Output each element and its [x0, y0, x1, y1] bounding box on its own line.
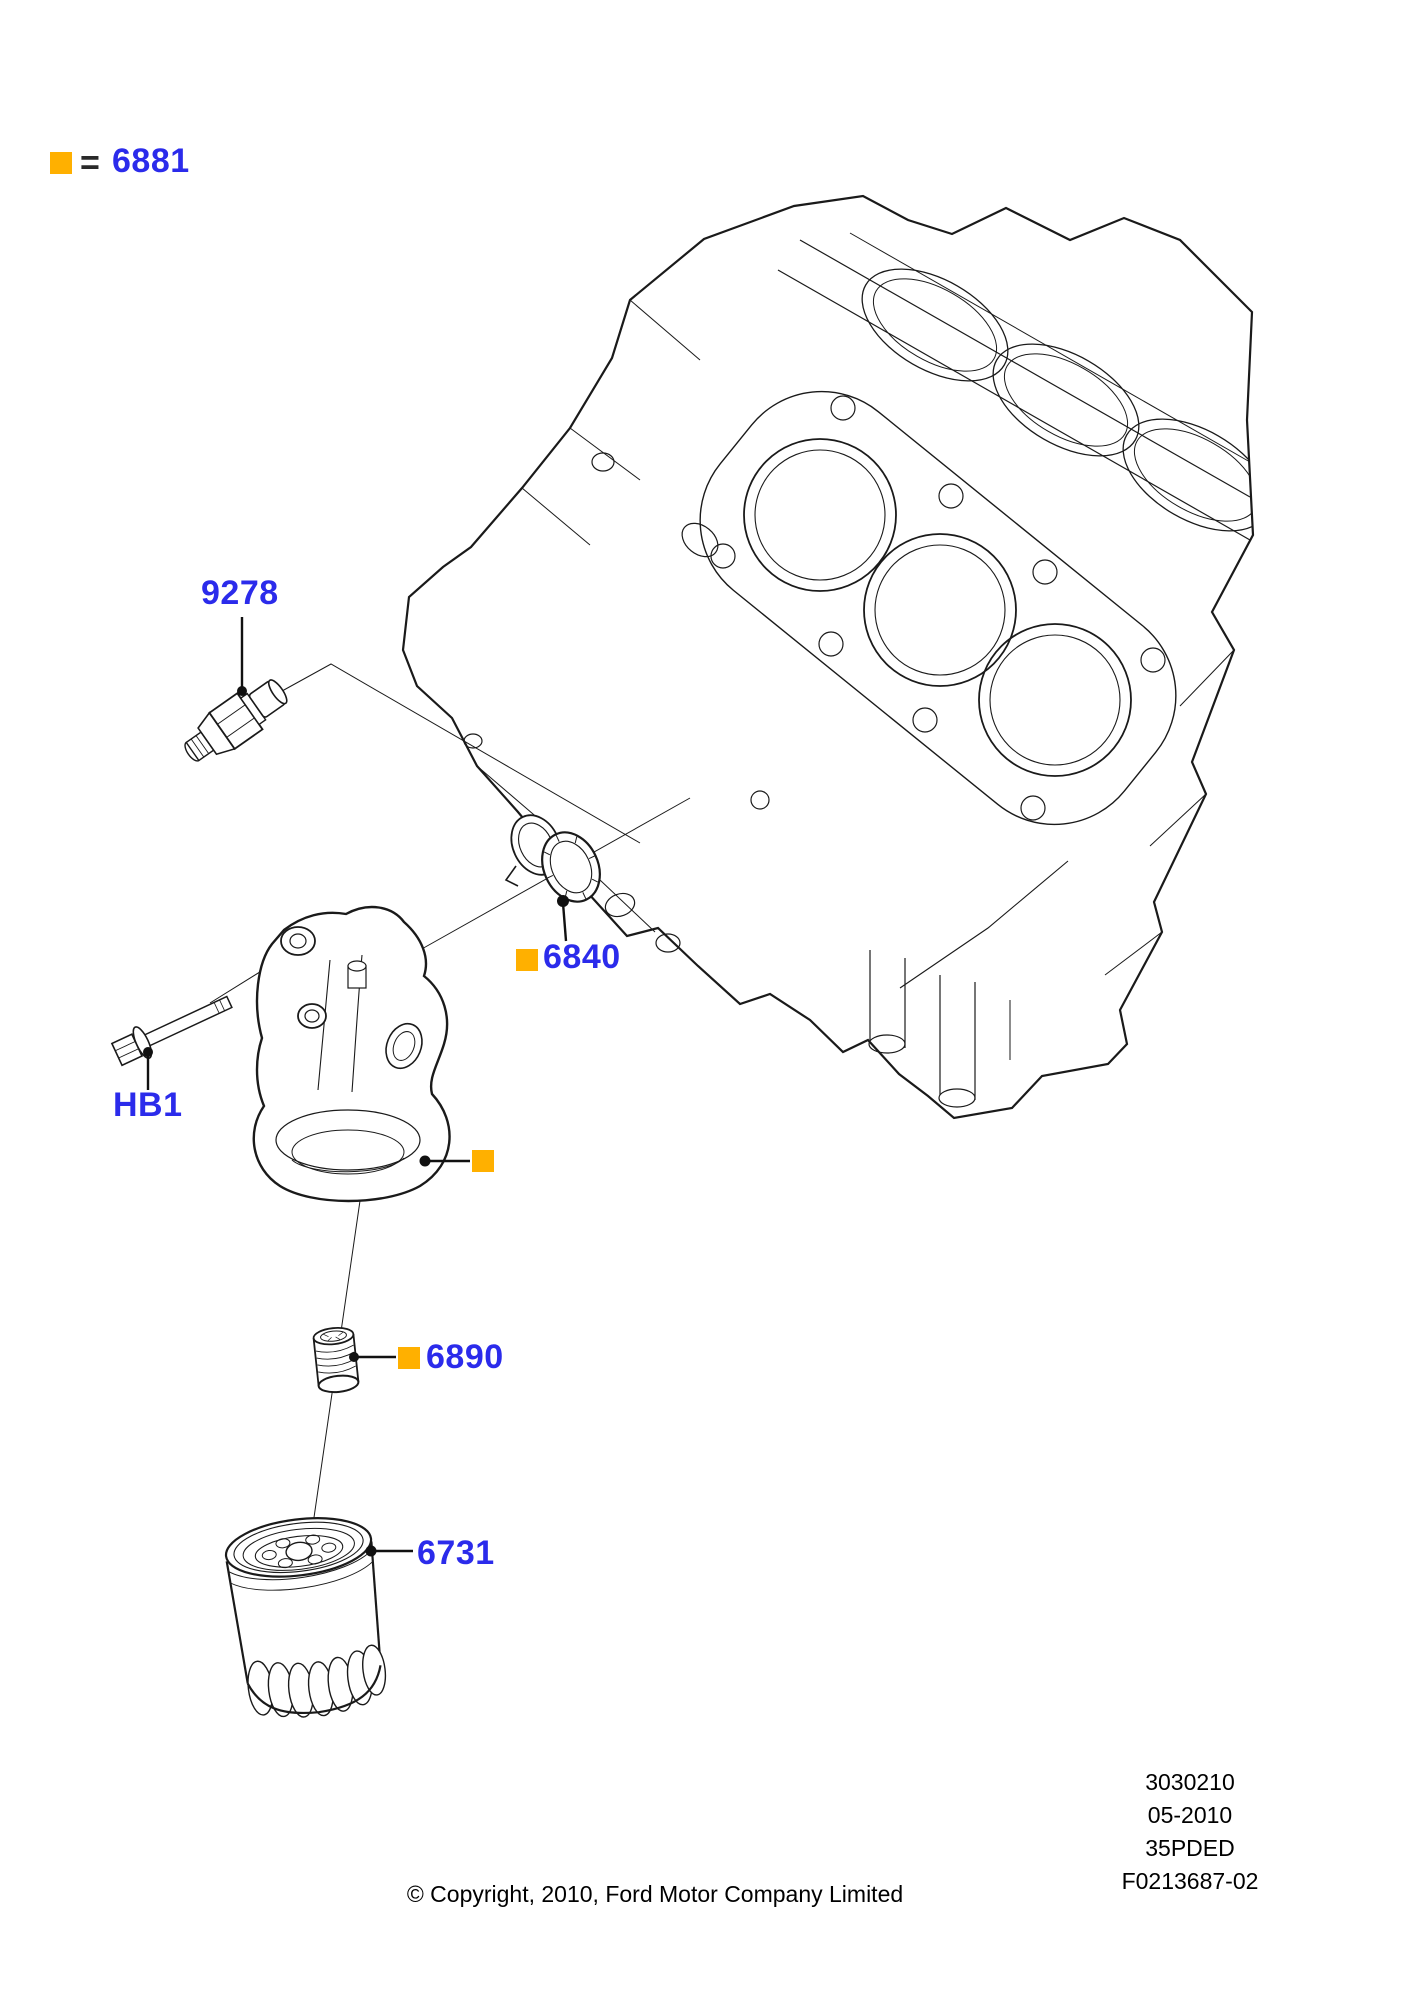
mounting-bolt-hb1 [110, 995, 233, 1067]
engine-block [401, 194, 1255, 1120]
block-ribs [463, 299, 1235, 976]
callout-square-6881-reference [472, 1150, 494, 1172]
figure-info-date: 05-2010 [1147, 1802, 1233, 1828]
callout-label-9278: 9278 [201, 574, 279, 612]
figure-info-code: 35PDED [1145, 1835, 1235, 1861]
callout-label-6840: 6840 [543, 938, 621, 976]
adapter-seal-rings-6840 [504, 814, 601, 907]
legend-part-number-6881: 6881 [112, 142, 190, 180]
crankcase-detail [868, 860, 1069, 1108]
filter-connector-6890 [312, 1327, 360, 1394]
legend-square-icon [50, 152, 72, 174]
figure-info-number: 3030210 [1145, 1769, 1235, 1795]
cylinder-bores [743, 438, 1132, 777]
figure-info-block: 3030210 05-2010 35PDED F0213687-02 [1056, 1766, 1324, 1898]
callout-square-6840 [516, 949, 538, 971]
oil-filter-6731 [224, 1517, 387, 1718]
figure-info-figure-number: F0213687-02 [1121, 1868, 1259, 1894]
filter-plate-holes [261, 1534, 337, 1569]
oil-pressure-sensor-9278 [184, 679, 288, 762]
callout-label-6731: 6731 [417, 1534, 495, 1572]
callout-square-6890 [398, 1347, 420, 1369]
leader-lines [143, 617, 568, 1557]
oil-filter-adapter-6881 [252, 905, 451, 1203]
filter-flutes [247, 1644, 387, 1718]
copyright-notice: © Copyright, 2010, Ford Motor Company Li… [406, 1881, 904, 1907]
gasket-holes [681, 395, 1166, 821]
legend-equals-sign: = [80, 144, 100, 182]
callout-label-hb1: HB1 [113, 1086, 183, 1124]
callout-label-6890: 6890 [426, 1338, 504, 1376]
